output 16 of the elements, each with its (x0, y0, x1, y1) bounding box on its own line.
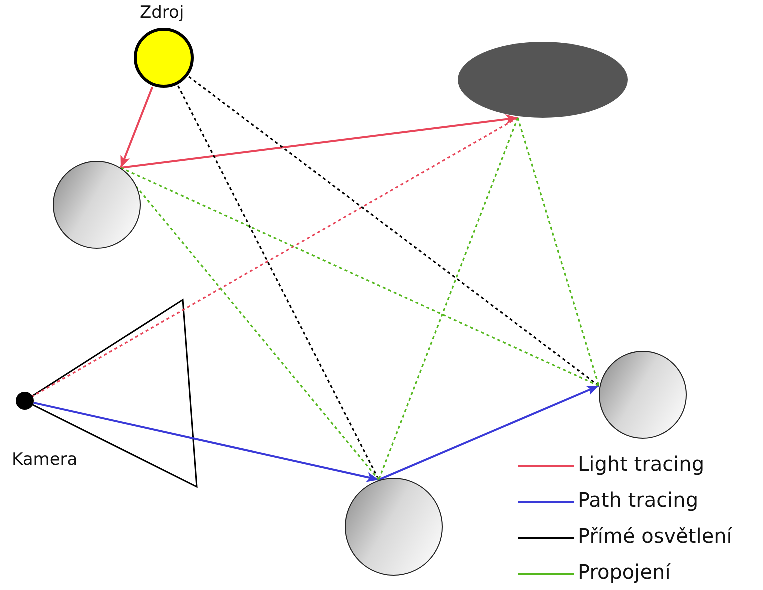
legend-label: Propojení (578, 560, 671, 584)
legend-label: Light tracing (578, 452, 705, 476)
dashed-line (178, 86, 380, 480)
arrow (120, 86, 154, 168)
dashed-line (188, 76, 600, 387)
dashed-line (120, 167, 600, 387)
node-label: Kamera (12, 450, 78, 470)
arrow (34, 402, 380, 482)
dashed-line (32, 117, 518, 398)
dashed-line (517, 118, 600, 386)
legend-label: Přímé osvětlení (578, 524, 732, 548)
legend-label: Path tracing (578, 488, 699, 512)
node-label: Zdroj (140, 3, 184, 23)
arrow (378, 385, 600, 481)
arrow (120, 114, 518, 169)
dashed-line (378, 118, 519, 480)
